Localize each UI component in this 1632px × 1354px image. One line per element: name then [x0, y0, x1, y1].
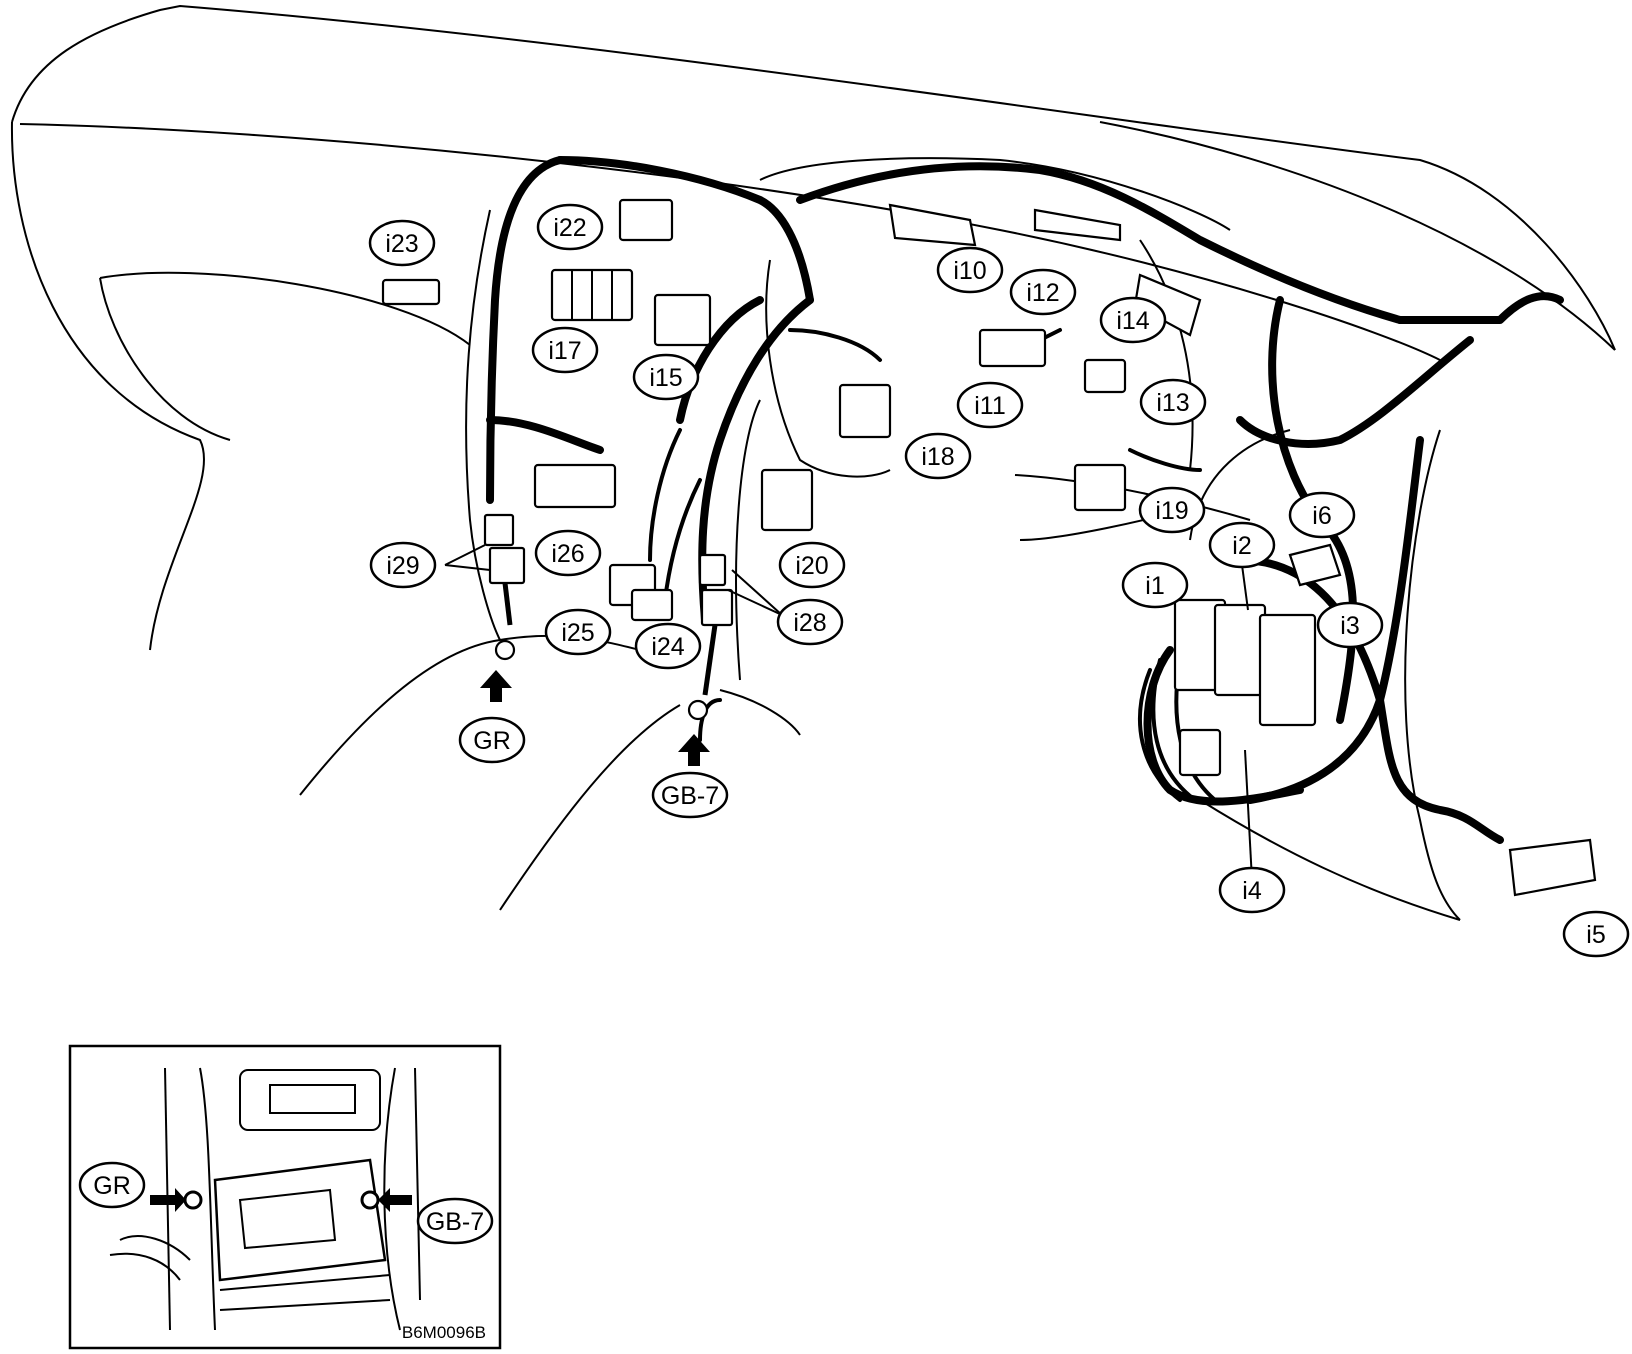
- connector-label-i22: i22: [536, 203, 604, 251]
- callout-text: i13: [1156, 389, 1189, 417]
- callout-text: GR: [93, 1172, 131, 1200]
- callout-text: i2: [1232, 532, 1251, 560]
- connector-label-i12: i12: [1009, 268, 1077, 316]
- ground-label-gr: GR: [458, 716, 526, 764]
- callout-text: i28: [793, 609, 826, 637]
- callout-text: i5: [1586, 921, 1605, 949]
- callout-text: i17: [548, 337, 581, 365]
- gr-arrow-icon: [480, 670, 512, 702]
- callout-text: i1: [1145, 572, 1164, 600]
- connector-label-i1: i1: [1121, 561, 1189, 609]
- ground-arrows: [480, 670, 710, 766]
- connector-label-i15: i15: [632, 353, 700, 401]
- connector-label-i28: i28: [776, 598, 844, 646]
- callout-text: i11: [974, 392, 1006, 420]
- connector-label-i6: i6: [1288, 491, 1356, 539]
- callout-text: i26: [551, 540, 584, 568]
- connector-label-i18: i18: [904, 432, 972, 480]
- inset-gb7-arrow-icon: [378, 1188, 412, 1212]
- callout-text: i3: [1340, 612, 1359, 640]
- connector-label-i29: i29: [369, 541, 437, 589]
- figure-code: B6M0096B: [402, 1323, 486, 1342]
- callout-text: i24: [651, 633, 684, 661]
- inset-detail: [68, 1044, 502, 1350]
- callout-text: GB-7: [426, 1208, 484, 1236]
- inset-ground-label-gr: GR: [78, 1161, 146, 1209]
- callout-text: i18: [921, 443, 954, 471]
- callout-text: i20: [795, 552, 828, 580]
- leader-lines: [444, 544, 1253, 881]
- callout-text: i14: [1116, 307, 1149, 335]
- connector-label-i3: i3: [1316, 601, 1384, 649]
- connector-label-i26: i26: [534, 529, 602, 577]
- connector-label-i2: i2: [1208, 521, 1276, 569]
- callout-text: GB-7: [661, 782, 719, 810]
- connector-label-i24: i24: [634, 622, 702, 670]
- connector-label-i11: i11: [956, 381, 1024, 429]
- callout-text: GR: [473, 727, 511, 755]
- callout-text: i19: [1155, 497, 1188, 525]
- dashboard-outline: [10, 4, 1616, 921]
- connector-label-i5: i5: [1562, 910, 1630, 958]
- connector-label-i25: i25: [544, 608, 612, 656]
- connector-label-i23: i23: [368, 219, 436, 267]
- callout-text: i12: [1026, 279, 1059, 307]
- callout-text: i6: [1312, 502, 1331, 530]
- callout-text: i23: [385, 230, 418, 258]
- connector-label-i13: i13: [1139, 378, 1207, 426]
- connector-label-i19: i19: [1138, 486, 1206, 534]
- callout-text: i15: [649, 364, 682, 392]
- callout-text: i22: [553, 214, 586, 242]
- inset-gr-arrow-icon: [150, 1188, 186, 1212]
- callout-text: i4: [1242, 877, 1262, 905]
- connector-bodies: [381, 198, 1597, 897]
- callout-text: i10: [953, 257, 986, 285]
- ground-label-gb-7: GB-7: [651, 771, 729, 819]
- callout-text: i25: [561, 619, 594, 647]
- harness-wires: [486, 156, 1564, 844]
- inset-callout-labels: GR GB-7: [78, 1161, 494, 1245]
- connector-label-i10: i10: [936, 246, 1004, 294]
- connector-label-i17: i17: [531, 326, 599, 374]
- inset-ground-label-gb-7: GB-7: [416, 1197, 494, 1245]
- gb7-arrow-icon: [678, 734, 710, 766]
- callout-labels: i1 i2 i3 i4 i5 i6 i10 i11 i12 i13 i14 i15 i17 i18 i19 i…: [368, 203, 1630, 958]
- connector-label-i4: i4: [1218, 866, 1286, 914]
- connector-label-i14: i14: [1099, 296, 1167, 344]
- connector-label-i20: i20: [778, 541, 846, 589]
- callout-text: i29: [386, 552, 419, 580]
